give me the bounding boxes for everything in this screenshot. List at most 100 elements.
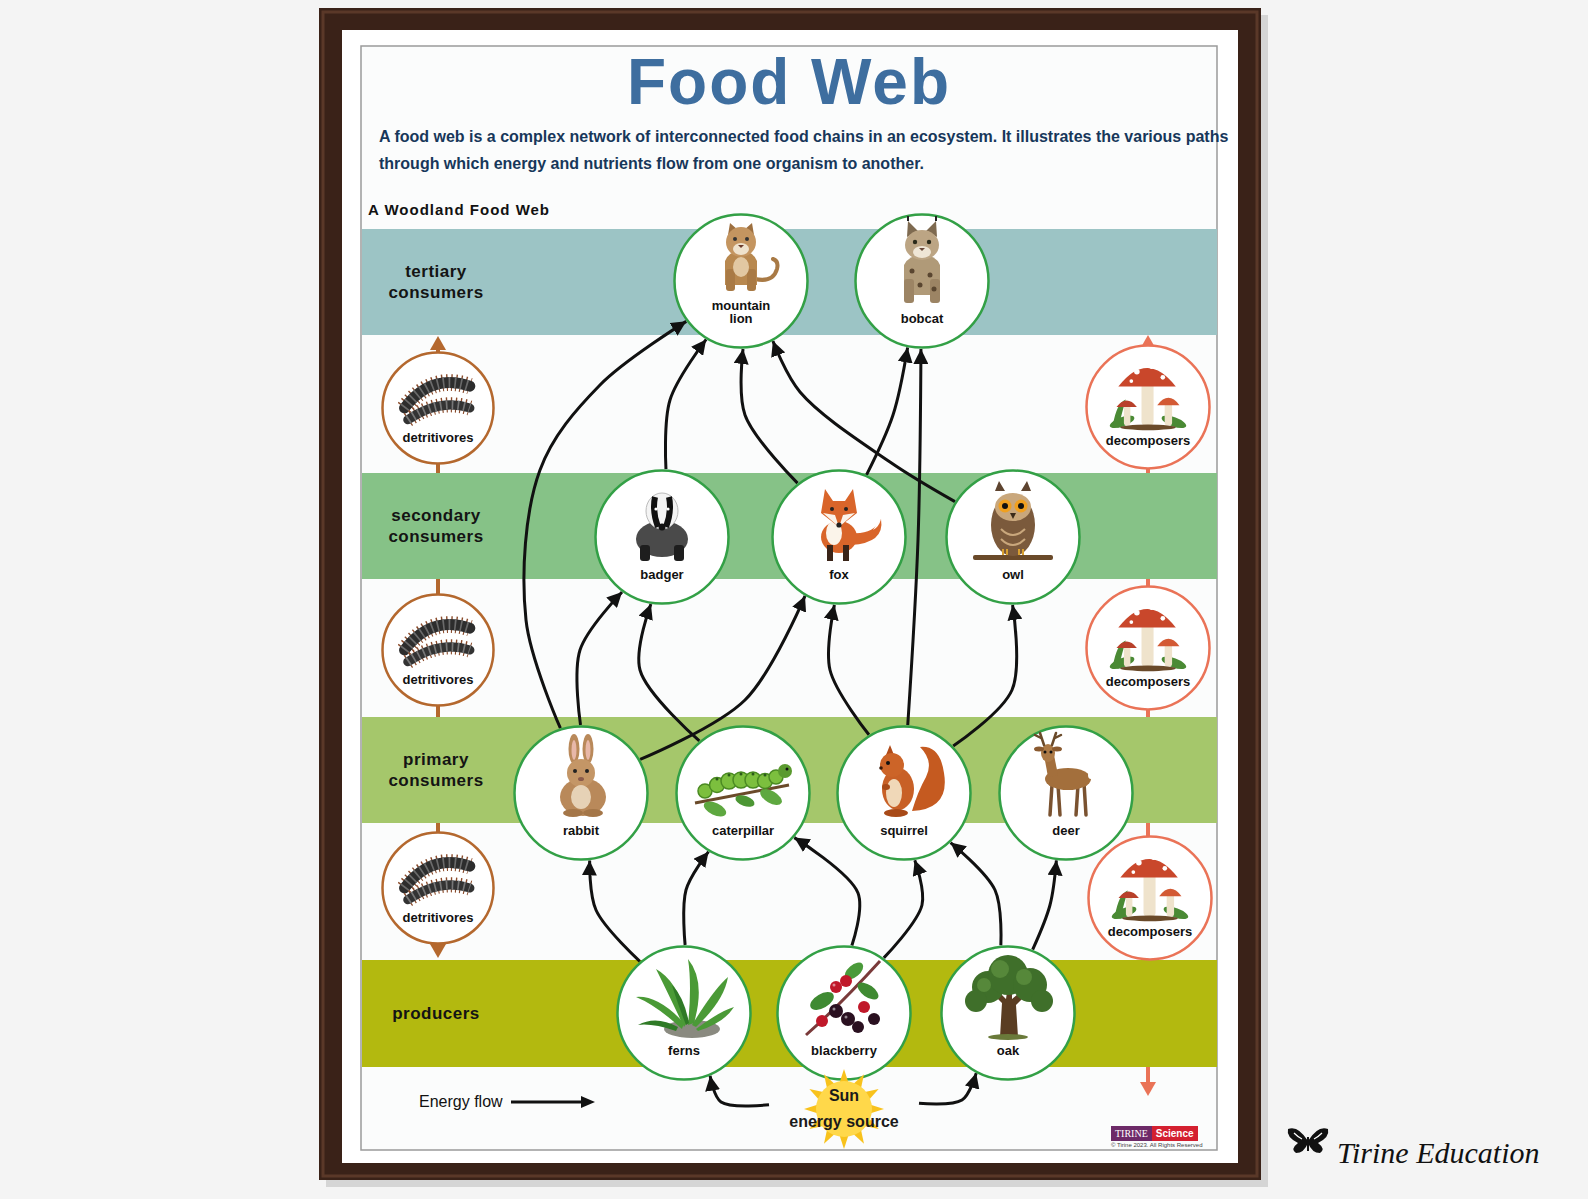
organism-label: blackberry	[811, 1044, 877, 1057]
band-label: secondary consumers	[374, 505, 498, 547]
circle-outline	[673, 213, 809, 349]
organism-label: deer	[1052, 824, 1079, 837]
organism-label: mountain lion	[701, 299, 781, 325]
organism-circle: ferns	[616, 945, 752, 1081]
organism-label: detritivores	[403, 431, 474, 444]
circle-outline	[381, 351, 495, 465]
organism-label: decomposers	[1106, 434, 1191, 447]
poster-mat	[342, 30, 1238, 1163]
organism-circle: owl	[945, 469, 1081, 605]
organism-picture	[404, 625, 469, 662]
organism-label: fox	[829, 568, 849, 581]
organism-picture	[1110, 854, 1189, 921]
organism-picture	[636, 493, 688, 561]
organism-picture	[695, 764, 792, 820]
organism-circle: mountain lion	[673, 213, 809, 349]
organism-picture	[636, 959, 734, 1038]
organism-circle: detritivores	[381, 593, 495, 707]
sun-label: Sun	[829, 1083, 859, 1109]
legend-arrow	[511, 1095, 595, 1109]
energy-arrow	[1033, 860, 1057, 949]
organism-label: bobcat	[901, 312, 944, 325]
band-label: tertiary consumers	[374, 261, 498, 303]
sun-label: energy source	[789, 1109, 898, 1135]
organism-circle: deer	[998, 725, 1134, 861]
organism-label: detritivores	[403, 911, 474, 924]
organism-picture	[560, 734, 606, 817]
legend-entry: Energy flow	[419, 1093, 595, 1111]
energy-arrow	[590, 860, 640, 961]
circle-outline	[381, 593, 495, 707]
organism-picture	[1034, 733, 1094, 815]
organism-circle: fox	[771, 469, 907, 605]
organism-picture	[806, 959, 881, 1035]
energy-arrow	[908, 349, 921, 725]
poster-border	[361, 46, 1217, 1150]
organism-label: owl	[1002, 568, 1024, 581]
organism-label: caterpillar	[712, 824, 774, 837]
circle-outline	[776, 945, 912, 1081]
label-holder: TIRINE	[1111, 1126, 1152, 1141]
poster-description: A food web is a complex network of inter…	[379, 123, 1229, 177]
circle-outline	[998, 725, 1134, 861]
circle-outline	[945, 469, 1081, 605]
circle-outline	[854, 213, 990, 349]
label-holder: Tirine Education	[1337, 1136, 1540, 1170]
circle-outline	[381, 831, 495, 945]
organism-picture	[404, 383, 469, 420]
organism-label: decomposers	[1108, 925, 1193, 938]
organism-picture	[879, 745, 945, 817]
organism-circle: decomposers	[1087, 835, 1213, 961]
energy-arrow	[884, 860, 923, 958]
energy-arrow	[710, 1076, 769, 1106]
energy-arrow	[665, 339, 706, 469]
organism-circle: badger	[594, 469, 730, 605]
legend-label: Energy flow	[419, 1093, 503, 1111]
circle-outline	[771, 469, 907, 605]
energy-arrow	[741, 349, 797, 483]
caption-holder: A food web is a complex network of inter…	[379, 123, 1229, 177]
band-label: primary consumers	[374, 749, 498, 791]
energy-arrow	[919, 1073, 976, 1104]
picture-frame	[319, 8, 1261, 1180]
organism-label: squirrel	[880, 824, 928, 837]
organism-picture	[1108, 363, 1187, 430]
organism-circle: rabbit	[513, 725, 649, 861]
organism-label: decomposers	[1106, 675, 1191, 688]
energy-arrow	[639, 604, 700, 741]
organism-picture	[973, 481, 1053, 560]
energy-arrow	[953, 605, 1016, 746]
energy-arrow	[829, 605, 869, 735]
frame-shadow	[326, 15, 1268, 1187]
organism-circle: oak	[940, 945, 1076, 1081]
frame-bevel	[323, 12, 1257, 1176]
organism-picture	[725, 223, 778, 291]
organism-circle: detritivores	[381, 351, 495, 465]
copyright-note: © Tirine 2023. All Rights Reserved	[1111, 1142, 1202, 1149]
organism-picture	[904, 216, 940, 303]
label-holder: © Tirine 2023. All Rights Reserved	[1111, 1142, 1202, 1149]
organism-picture	[965, 955, 1053, 1040]
energy-arrow	[577, 592, 622, 725]
section-heading: A Woodland Food Web	[368, 201, 550, 218]
energy-arrow	[867, 347, 908, 474]
circle-outline	[1085, 344, 1211, 470]
organism-circle: caterpillar	[675, 725, 811, 861]
energy-arrow	[794, 838, 859, 946]
poster-title: Food Web	[361, 50, 1217, 114]
sun-shape	[769, 1077, 919, 1141]
organism-circle: squirrel	[836, 725, 972, 861]
organism-picture	[821, 489, 881, 561]
circle-outline	[513, 725, 649, 861]
organism-circle: bobcat	[854, 213, 990, 349]
organism-label: badger	[640, 568, 683, 581]
label-holder: A Woodland Food Web	[368, 201, 550, 218]
circle-outline	[594, 469, 730, 605]
organism-label: detritivores	[403, 673, 474, 686]
circle-outline	[616, 945, 752, 1081]
logo-word: TIRINE	[1111, 1126, 1152, 1141]
organism-label: oak	[997, 1044, 1019, 1057]
organism-circle: detritivores	[381, 831, 495, 945]
organism-picture	[1108, 604, 1187, 671]
